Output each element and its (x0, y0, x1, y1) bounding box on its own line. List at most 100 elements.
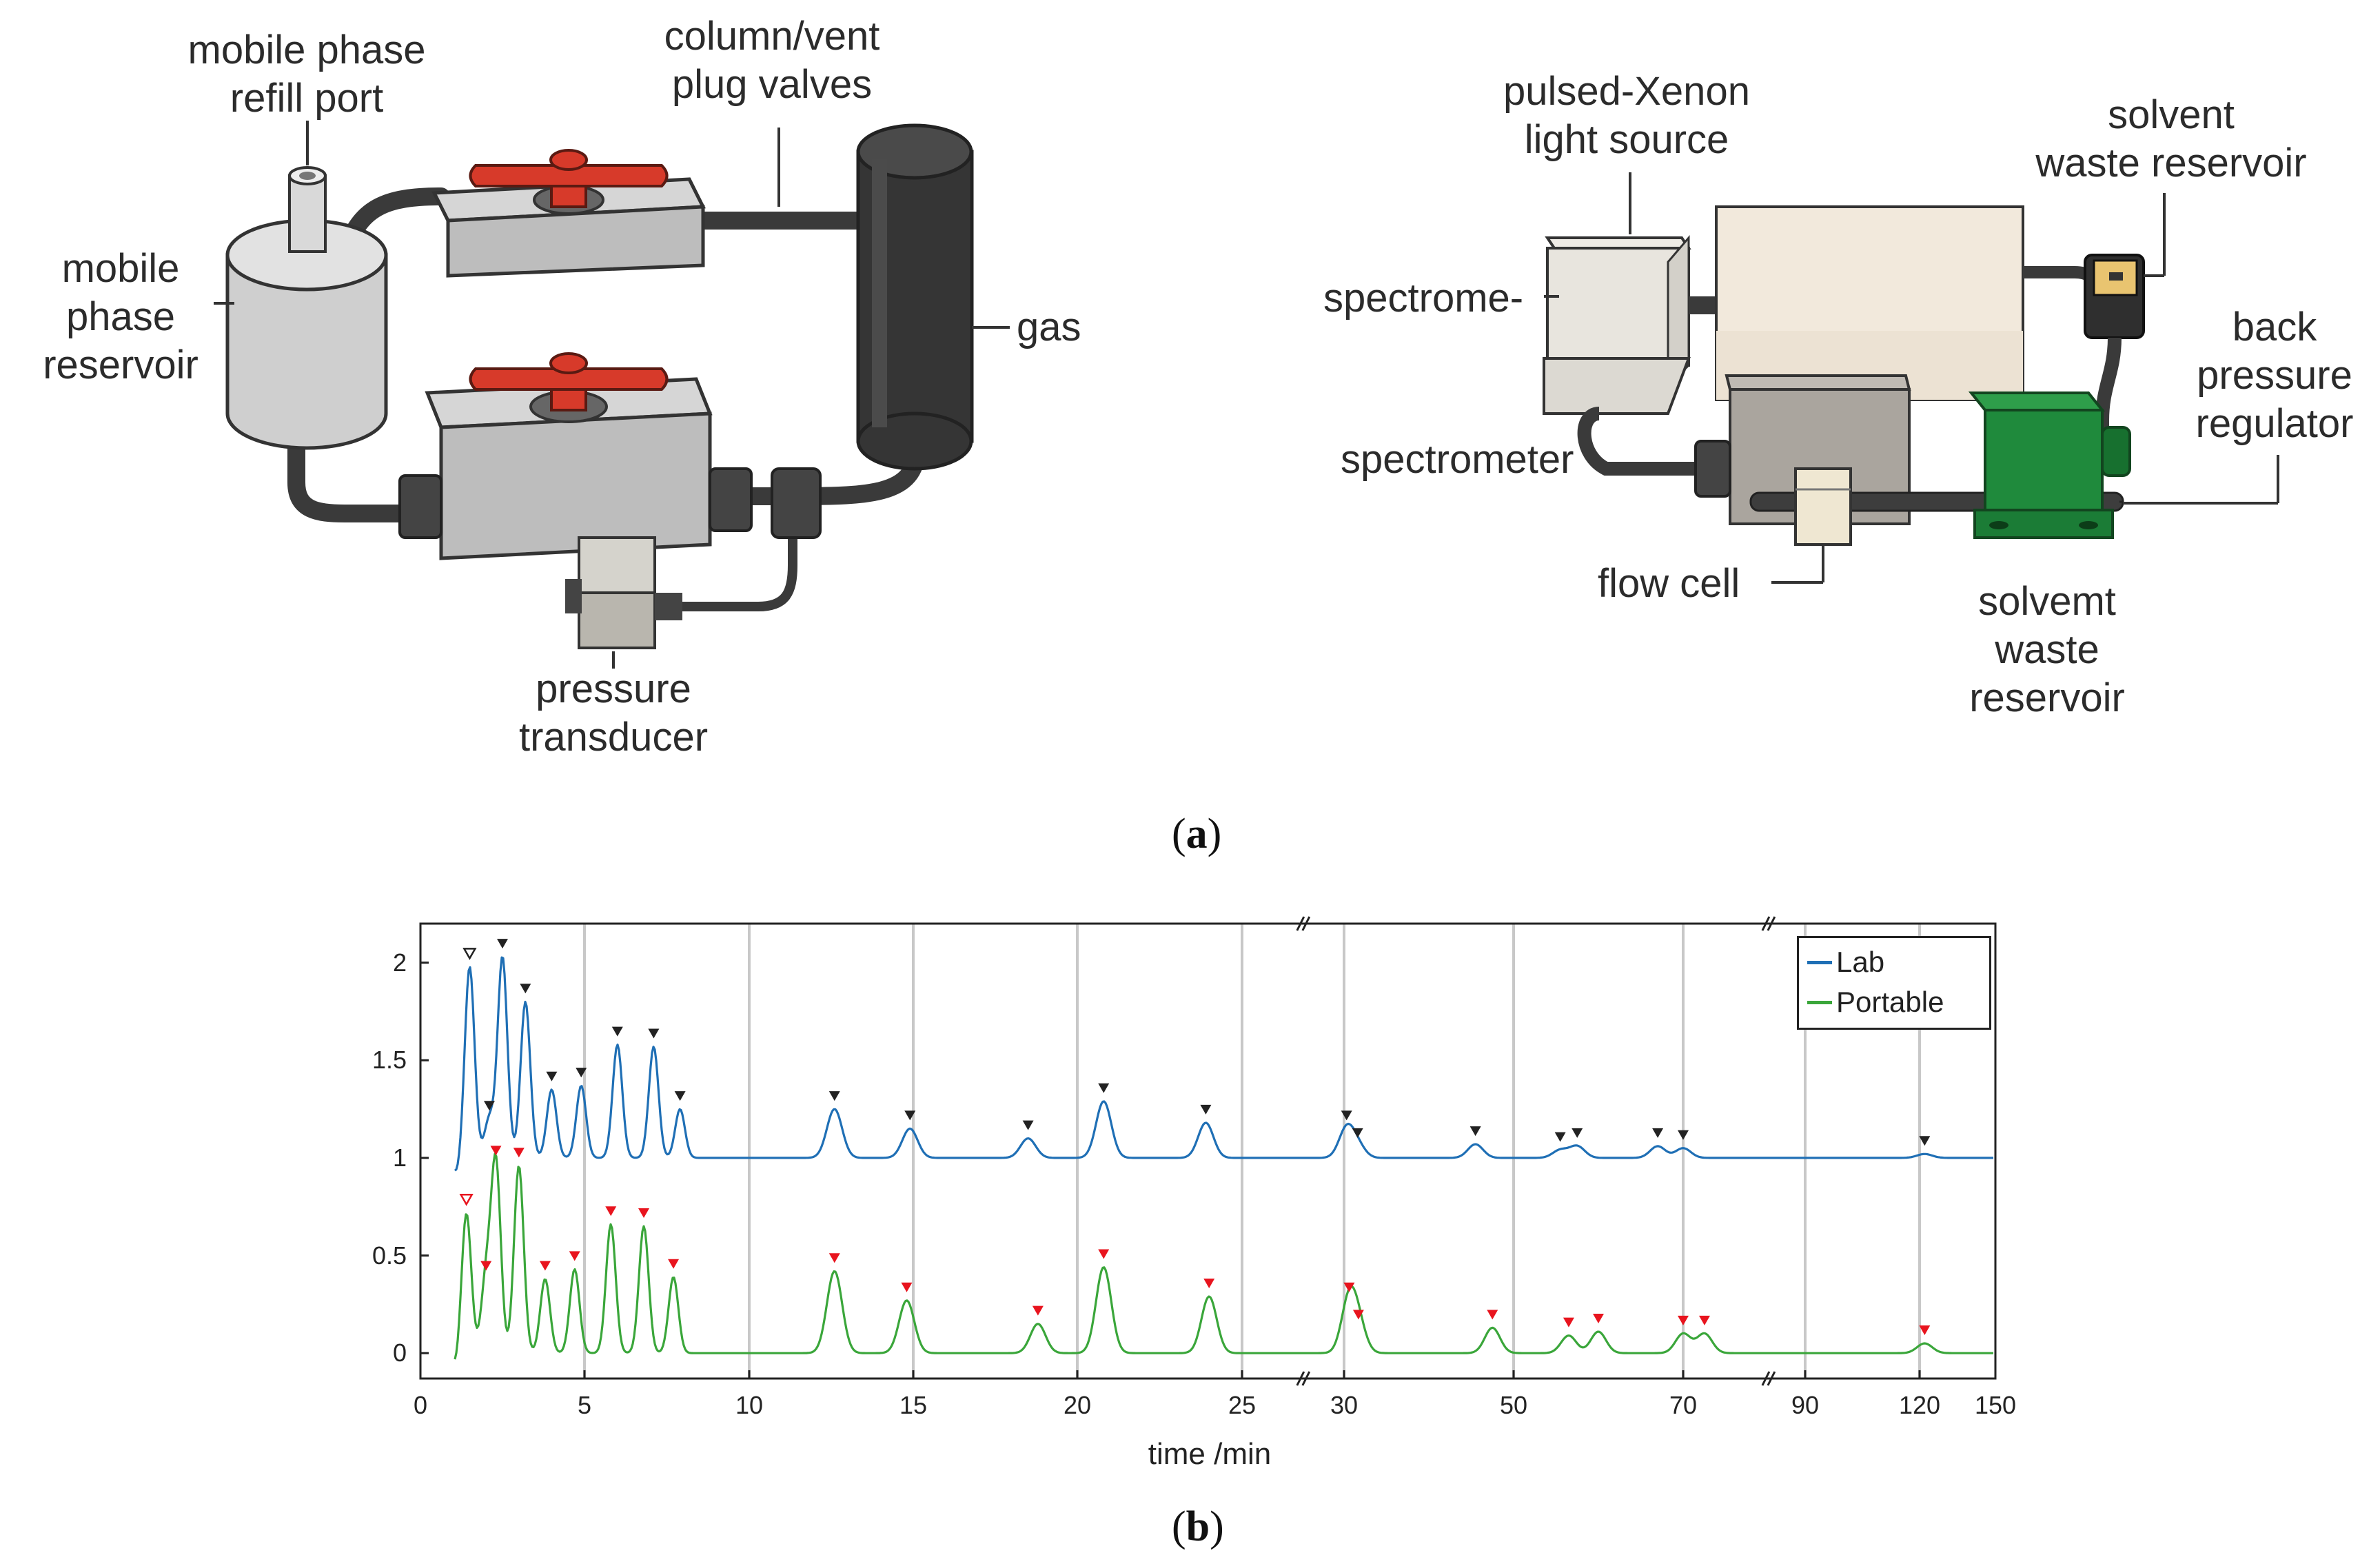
peak-marker (569, 1251, 580, 1261)
left-leader-lines (214, 121, 1010, 669)
label-line: pressure (536, 667, 691, 711)
peak-marker (1352, 1128, 1363, 1138)
x-tick-label: 5 (577, 1391, 592, 1419)
peak-marker (490, 1146, 502, 1156)
peak-marker (1200, 1104, 1212, 1115)
caption-b-letter: b (1186, 1503, 1210, 1550)
label-line: light source (1524, 117, 1729, 162)
x-tick-label: 70 (1669, 1391, 1698, 1419)
gas-fitting (771, 467, 822, 539)
peak-marker (1343, 1282, 1355, 1292)
flow-cell-housing (1725, 374, 1911, 525)
peak-marker (513, 1148, 525, 1158)
label-flow-cell: flow cell (1598, 561, 1740, 606)
legend-label-portable: Portable (1836, 986, 1944, 1018)
label-spectrometer: spectrometer (1341, 437, 1574, 482)
trace-lab (454, 956, 1993, 1172)
peak-marker (605, 1206, 617, 1217)
peak-marker (576, 1068, 587, 1078)
back-pressure-regulator (1968, 392, 2131, 539)
x-tick-label: 20 (1063, 1391, 1092, 1419)
peak-marker (1698, 1315, 1710, 1325)
x-tick-label: 150 (1974, 1391, 2017, 1419)
label-line: mobile (61, 246, 180, 291)
top-plug-valve (431, 149, 706, 278)
label-reservoir: mobile phase reservoir (7, 245, 234, 389)
label-line: column/vent (664, 14, 880, 59)
pressure-transducer (565, 536, 682, 649)
tube-waste-to-regulator (2095, 337, 2122, 441)
x-tick-label: 10 (735, 1391, 764, 1419)
peak-marker (1563, 1317, 1574, 1328)
label-line: reservoir (1969, 675, 2125, 720)
peak-marker (1919, 1325, 1931, 1336)
peak-marker (1341, 1110, 1352, 1121)
x-tick-label: 30 (1330, 1391, 1359, 1419)
label-refill-port: mobile phase refill port (159, 26, 455, 123)
peak-marker (904, 1110, 916, 1121)
x-tick-label: 50 (1499, 1391, 1528, 1419)
peak-marker (1678, 1130, 1689, 1140)
peak-marker (546, 1071, 558, 1081)
peak-marker (1098, 1249, 1110, 1259)
plot-frame (419, 922, 1997, 1380)
label-line: refill port (230, 76, 384, 121)
legend-entry-lab: Lab (1807, 945, 1884, 979)
legend-label-lab: Lab (1836, 946, 1885, 978)
x-tick-label: 25 (1228, 1391, 1257, 1419)
peak-marker (828, 1253, 840, 1263)
tube-spectrometer (1577, 407, 1702, 476)
flow-cell (1794, 467, 1852, 546)
axis-break-mark (1761, 916, 1771, 931)
label-pulsed-xenon: pulsed-Xenon light source (1461, 68, 1792, 164)
left-apparatus (214, 121, 1010, 669)
axis-break-mark (1761, 1371, 1771, 1386)
apparatus-diagram (214, 121, 2279, 669)
peak-marker (638, 1208, 650, 1219)
axis-break-mark (1296, 916, 1305, 931)
x-tick-label: 90 (1791, 1391, 1820, 1419)
legend-swatch-portable (1807, 1000, 1832, 1004)
label-solvemt-waste: solvemt waste reservoir (1916, 578, 2178, 722)
axis-break-mark (1767, 1371, 1776, 1386)
peak-marker (1203, 1279, 1215, 1289)
trace-portable (454, 1152, 1993, 1360)
label-gas: gas (1017, 305, 1081, 349)
peak-marker (497, 939, 508, 949)
label-line: regulator (2195, 401, 2354, 446)
peak-marker (1022, 1120, 1034, 1130)
axis-break-mark (1296, 1371, 1305, 1386)
label-line: waste (1995, 627, 2099, 672)
label-pressure-transducer: pressure transducer (469, 665, 758, 762)
peak-marker (1593, 1314, 1604, 1324)
peak-marker (480, 1261, 492, 1271)
peak-marker (901, 1282, 913, 1292)
bottom-plug-valve (398, 352, 753, 560)
label-line: pulsed-Xenon (1503, 69, 1750, 114)
label-line: plug valves (671, 62, 873, 107)
label-line: pressure (2197, 353, 2352, 398)
y-tick-label: 1.5 (372, 1046, 407, 1075)
caption-a-letter: a (1186, 811, 1208, 857)
y-tick-label: 2 (392, 948, 407, 977)
spectrometer-fitting (1694, 440, 1731, 498)
peak-marker (674, 1091, 686, 1101)
x-tick-label: 0 (413, 1391, 428, 1419)
peak-marker (483, 1101, 495, 1111)
x-tick-label: 120 (1898, 1391, 1941, 1419)
peak-marker-open (459, 1193, 474, 1206)
legend-entry-portable: Portable (1807, 985, 1944, 1019)
legend: Lab Portable (1797, 936, 1991, 1030)
x-tick-label: 15 (899, 1391, 928, 1419)
peak-marker (1652, 1128, 1664, 1138)
solvent-waste-reservoir-top (2084, 254, 2145, 339)
peak-marker (1919, 1136, 1931, 1146)
label-line: mobile phase (187, 28, 426, 72)
label-line: back (2232, 305, 2317, 349)
label-line: phase (65, 294, 176, 339)
xenon-connector (1689, 296, 1716, 314)
caption-b: (b) (1172, 1503, 1224, 1550)
label-line: solvemt (1978, 579, 2116, 624)
y-tick-label: 0.5 (372, 1241, 407, 1270)
